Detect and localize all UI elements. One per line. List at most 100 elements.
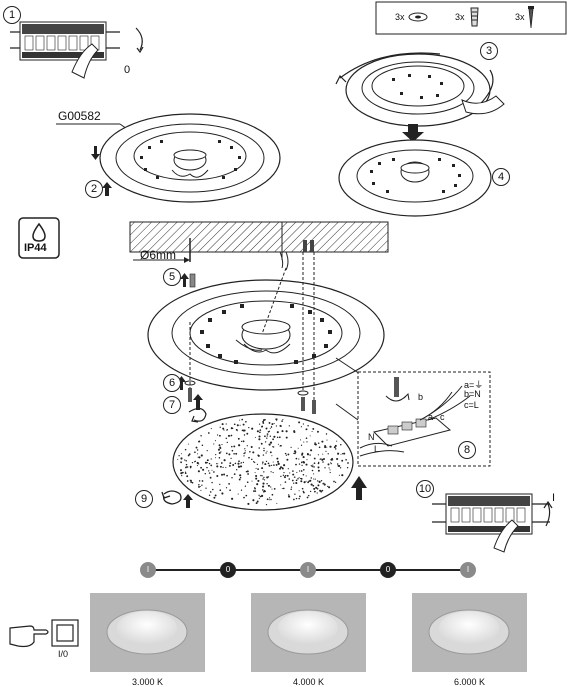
diffuser-speckle [263,476,265,479]
diffuser-speckle [317,484,320,487]
diffuser-speckle [310,477,313,479]
diffuser-speckle [292,473,295,476]
diffuser-speckle [206,449,208,452]
diffuser-speckle [279,424,282,427]
diffuser-speckle [207,432,210,434]
diffuser-speckle [263,489,266,492]
diffuser-speckle [336,463,339,465]
step-3-marker: 3 [480,42,498,60]
diffuser-speckle [258,447,260,449]
diffuser-speckle [279,466,283,469]
diffuser-speckle [261,467,264,470]
diffuser-speckle [325,433,328,435]
diffuser-speckle [329,445,332,448]
diffuser-speckle [320,479,323,482]
diffuser-speckle [239,424,241,426]
diffuser-speckle [185,459,187,462]
diffuser-speckle [238,460,240,463]
diffuser-speckle [181,475,183,477]
diffuser-speckle [242,423,245,426]
diffuser-speckle [295,457,298,460]
diffuser-speckle [321,440,324,443]
diffuser-speckle [196,461,199,465]
sequence-step-4: 0 [380,562,396,578]
diffuser-speckle [338,465,341,467]
diffuser-speckle [347,462,349,464]
diffuser-speckle [213,496,216,499]
diffuser-speckle [295,497,298,500]
diffuser-speckle [324,445,327,447]
diffuser-speckle [254,490,257,493]
washer-icon [408,12,428,22]
diffuser-speckle [294,493,296,495]
diffuser-speckle [206,466,208,469]
diffuser-speckle [284,452,287,455]
diffuser-speckle [188,443,190,445]
diffuser-speckle [244,450,246,452]
diffuser-speckle [256,430,259,433]
diffuser-speckle [262,478,264,480]
diffuser-speckle [180,457,183,460]
diffuser-speckle [195,446,198,449]
diffuser-speckle [328,467,330,469]
diffuser-speckle [276,457,279,460]
diffuser-speckle [243,455,245,457]
diffuser-speckle [280,475,282,478]
diffuser-speckle [232,464,235,466]
diffuser-speckle [225,452,228,455]
diffuser-speckle [253,490,255,492]
diffuser-speckle [261,489,264,491]
wire-b-legend: b=N [464,389,481,399]
diffuser-speckle [249,451,251,453]
diffuser-speckle [331,457,333,460]
diffuser-speckle [271,455,273,457]
diffuser-speckle [341,459,344,462]
diffuser-speckle [237,465,241,468]
diffuser-speckle [233,445,236,448]
diffuser-speckle [265,427,268,430]
wire-b-tag: b [418,392,424,402]
diffuser-speckle [242,461,245,464]
diffuser-speckle [255,467,257,469]
diffuser-speckle [287,453,290,456]
diffuser-speckle [257,479,260,482]
ip-rating: IP44 [24,242,47,254]
diffuser-speckle [263,471,265,473]
diffuser-speckle [280,484,282,486]
diffuser-speckle [242,440,245,443]
diffuser-speckle [241,418,244,421]
diffuser-speckle [208,470,210,472]
diffuser-speckle [314,443,317,446]
diffuser-speckle [239,477,242,479]
diffuser-speckle [237,437,240,440]
diffuser-speckle [227,434,231,437]
diffuser-speckle [208,462,211,465]
diffuser-speckle [198,485,200,488]
diffuser-speckle [325,450,327,452]
model-code: G00582 [58,109,101,123]
diffuser-speckle [202,468,205,471]
diffuser-speckle [221,492,224,495]
diffuser-speckle [306,459,308,461]
step-1-marker: 1 [3,6,21,24]
diffuser-speckle [271,464,273,466]
diffuser-speckle [303,441,305,443]
diffuser-speckle [229,462,232,464]
terminal-n-label: N [368,432,375,442]
diffuser-speckle [270,486,272,488]
diffuser-speckle [259,496,261,498]
diffuser-speckle [302,461,305,463]
diffuser-speckle [250,445,253,449]
diffuser-speckle [282,418,284,420]
fixture-base-g00582 [56,113,281,203]
diffuser-speckle [305,475,307,477]
diffuser-speckle [300,444,303,446]
diffuser-speckle [229,489,231,492]
diffuser-speckle [222,466,224,469]
diffuser-speckle [305,437,308,440]
diffuser-speckle [219,465,222,468]
diffuser-speckle [309,435,311,437]
diffuser-speckle [219,426,221,428]
diffuser-speckle [210,428,212,430]
diffuser-speckle [243,496,245,499]
